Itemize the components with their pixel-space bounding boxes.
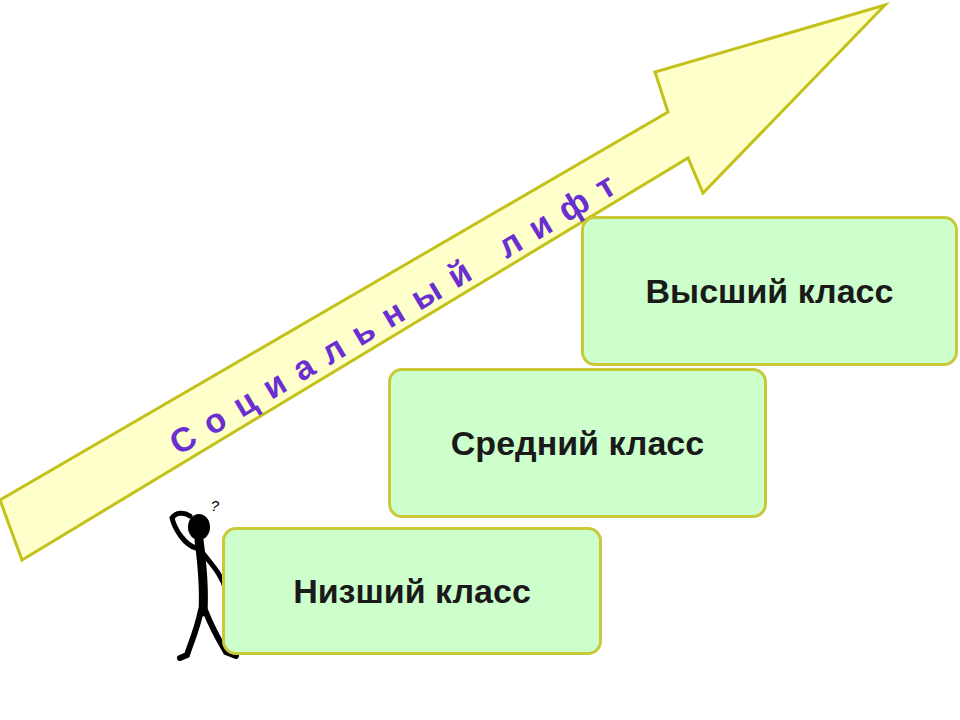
class-name: Высший класс [646, 272, 894, 311]
class-name: Низший класс [293, 572, 531, 611]
class-box: Высший класс [581, 216, 958, 366]
question-mark: ? [211, 497, 219, 514]
class-box: Средний класс [388, 368, 767, 518]
class-name: Средний класс [451, 424, 704, 463]
class-box: Низший класс [222, 527, 602, 655]
